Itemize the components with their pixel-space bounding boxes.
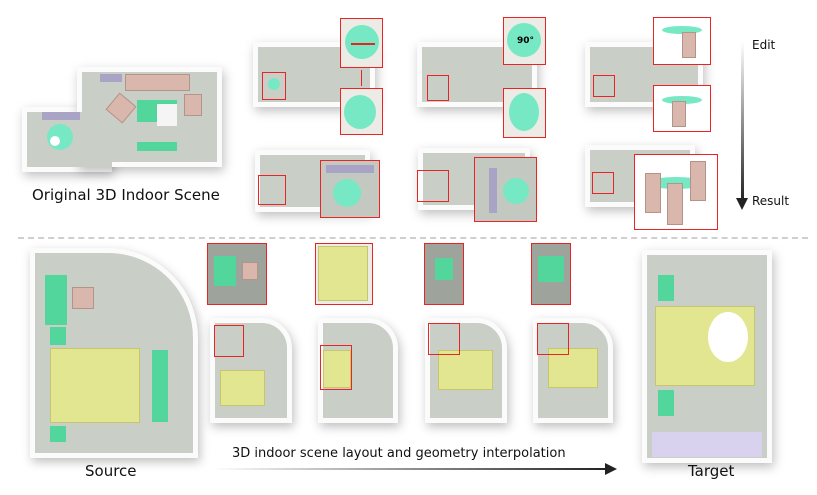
inset-geometry-before <box>653 17 711 65</box>
inset-rotate-after <box>503 88 546 138</box>
arrow-head-icon <box>605 463 617 475</box>
rotate-angle-label: 90° <box>517 36 535 46</box>
interp-inset-2 <box>315 243 373 305</box>
inset-rotate-result <box>474 157 537 222</box>
edit-result-arrow <box>741 42 744 202</box>
interp-inset-4 <box>531 243 571 305</box>
edit-label: Edit <box>752 38 776 52</box>
interpolation-label: 3D indoor scene layout and geometry inte… <box>232 446 566 461</box>
inset-geometry-after <box>653 85 711 132</box>
section-divider <box>18 237 808 239</box>
inset-move-before <box>340 18 383 68</box>
inset-move-result <box>320 160 380 218</box>
arrow-head-icon <box>736 198 748 210</box>
interp-inset-1 <box>207 243 267 305</box>
inset-rotate-before: 90° <box>503 17 546 65</box>
original-scene-caption: Original 3D Indoor Scene <box>32 186 220 204</box>
interp-inset-3 <box>424 243 464 305</box>
target-label: Target <box>688 462 735 480</box>
inset-geometry-result <box>634 154 718 230</box>
result-label: Result <box>752 194 790 208</box>
arrow-down-icon <box>361 70 362 86</box>
interpolation-arrow <box>212 468 607 470</box>
source-label: Source <box>85 462 137 480</box>
inset-move-after <box>340 88 383 135</box>
original-scene <box>22 62 222 172</box>
